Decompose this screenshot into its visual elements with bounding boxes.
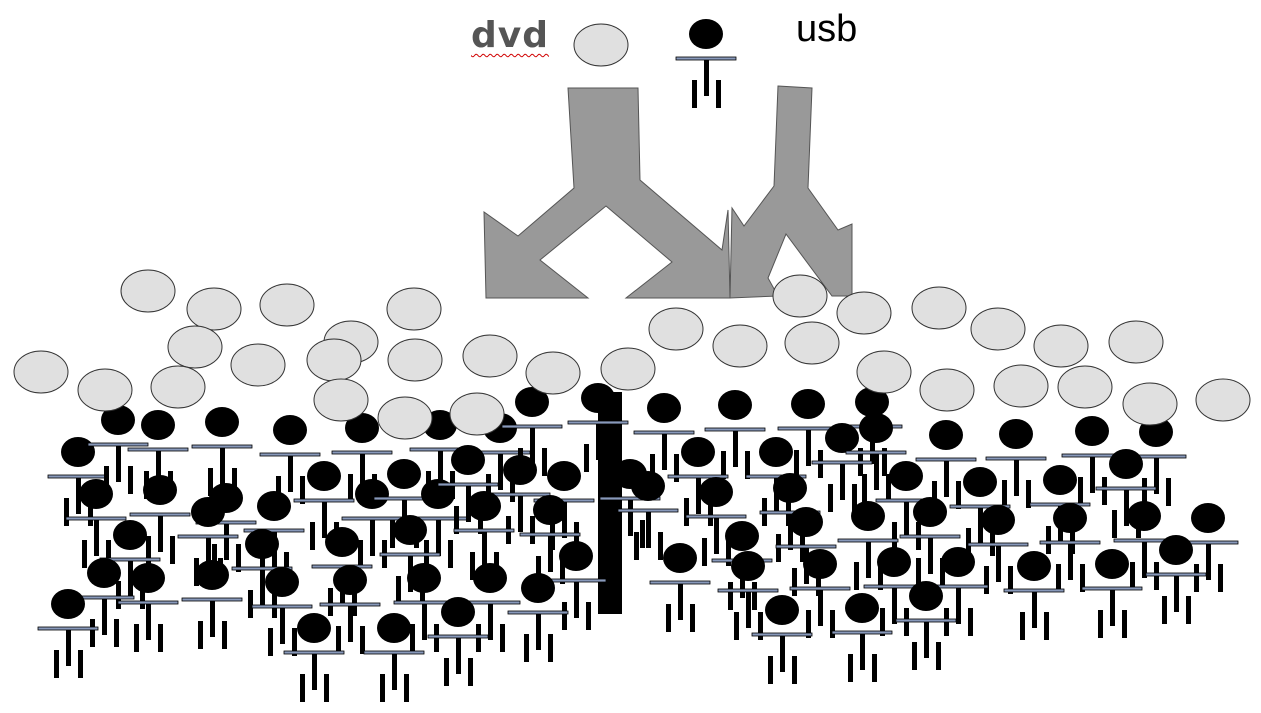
dvd-disc	[313, 378, 369, 422]
usb-stick-figure	[567, 383, 629, 472]
usb-stick-figure	[667, 437, 729, 526]
dvd-disc	[970, 307, 1026, 351]
legend-icons	[573, 19, 737, 108]
marker-pole-icon	[598, 392, 622, 614]
usb-stick-figure	[845, 413, 907, 502]
dvd-disc	[772, 274, 828, 318]
usb-stick-figure	[283, 613, 345, 702]
dvd-disc	[1108, 320, 1164, 364]
usb-stick-figure	[181, 560, 243, 649]
dvd-disc	[167, 325, 223, 369]
usb-stick-figure	[949, 467, 1011, 556]
usb-stick-figure	[195, 483, 257, 572]
small-split-arrow	[729, 85, 853, 299]
split-arrow-icon	[483, 87, 731, 299]
dvd-disc	[387, 338, 443, 382]
dvd-disc	[77, 368, 133, 412]
usb-stick-figure	[99, 520, 161, 609]
dvd-disc	[648, 307, 704, 351]
usb-stick-figure	[1081, 549, 1143, 638]
usb-stick-figure	[617, 471, 679, 560]
dvd-disc	[377, 396, 433, 440]
usb-stick-figure	[427, 597, 489, 686]
usb-stick-figure	[967, 505, 1029, 594]
usb-stick-figure	[251, 567, 313, 656]
dvd-disc	[259, 283, 315, 327]
usb-stick-figure	[117, 563, 179, 652]
usb-stick-figure	[1003, 551, 1065, 640]
dvd-disc	[1195, 378, 1251, 422]
usb-stick-figure	[751, 595, 813, 684]
usb-stick-figure	[985, 419, 1047, 508]
dvd-disc	[1057, 365, 1113, 409]
dvd-disc	[449, 392, 505, 436]
dvd-disc	[13, 350, 69, 394]
dvd-disc	[600, 347, 656, 391]
usb-stick-figure	[837, 501, 899, 590]
usb-stick-figure	[545, 541, 607, 630]
usb-stick-figure	[259, 415, 321, 504]
usb-stick-figure	[895, 581, 957, 670]
dvd-disc	[230, 343, 286, 387]
dvd-discs-layer	[13, 269, 1251, 440]
usb-stick-figure	[319, 565, 381, 654]
usb-stick-figure	[899, 497, 961, 586]
dvd-disc	[784, 321, 840, 365]
dvd-disc	[306, 338, 362, 382]
usb-stick-figure	[789, 549, 851, 638]
dvd-disc	[386, 287, 442, 331]
usb-figures-layer	[37, 383, 1239, 702]
usb-stick-figure	[811, 423, 873, 512]
dvd-disc	[462, 334, 518, 378]
dvd-disc	[1122, 382, 1178, 426]
usb-stick-figure	[519, 495, 581, 584]
usb-stick-figure	[649, 543, 711, 632]
usb-stick-figure	[129, 475, 191, 564]
usb-stick-figure	[65, 479, 127, 568]
dvd-label: dvd	[471, 15, 550, 56]
dvd-disc	[150, 365, 206, 409]
usb-stick-figure	[293, 461, 355, 550]
usb-stick-figure	[717, 551, 779, 640]
usb-stick-figure	[231, 529, 293, 618]
large-split-arrow	[483, 87, 731, 299]
usb-stick-figure	[1039, 503, 1101, 592]
usb-stick-figure-icon	[675, 19, 737, 108]
dvd-disc	[836, 291, 892, 335]
usb-stick-figure	[831, 593, 893, 682]
usb-stick-figure	[37, 589, 99, 678]
dvd-disc	[525, 351, 581, 395]
usb-stick-figure	[191, 407, 253, 496]
usb-stick-figure	[363, 613, 425, 702]
usb-stick-figure	[501, 387, 563, 476]
usb-label: usb	[796, 8, 858, 50]
usb-stick-figure	[685, 477, 747, 566]
dvd-disc	[186, 287, 242, 331]
usb-stick-figure	[507, 573, 569, 662]
dvd-disc	[919, 368, 975, 412]
dvd-disc	[911, 286, 967, 330]
usb-stick-figure	[915, 420, 977, 509]
dvd-disc	[1033, 324, 1089, 368]
usb-stick-figure	[47, 437, 109, 526]
dvd-disc	[856, 350, 912, 394]
usb-stick-figure	[704, 390, 766, 479]
usb-stick-figure	[633, 393, 695, 482]
usb-stick-figure	[87, 405, 149, 494]
thin-split-arrow-icon	[729, 85, 853, 299]
dvd-disc	[993, 364, 1049, 408]
usb-stick-figure	[1145, 535, 1207, 624]
dvd-disc	[712, 324, 768, 368]
disc-icon	[573, 23, 629, 67]
dvd-disc	[120, 269, 176, 313]
